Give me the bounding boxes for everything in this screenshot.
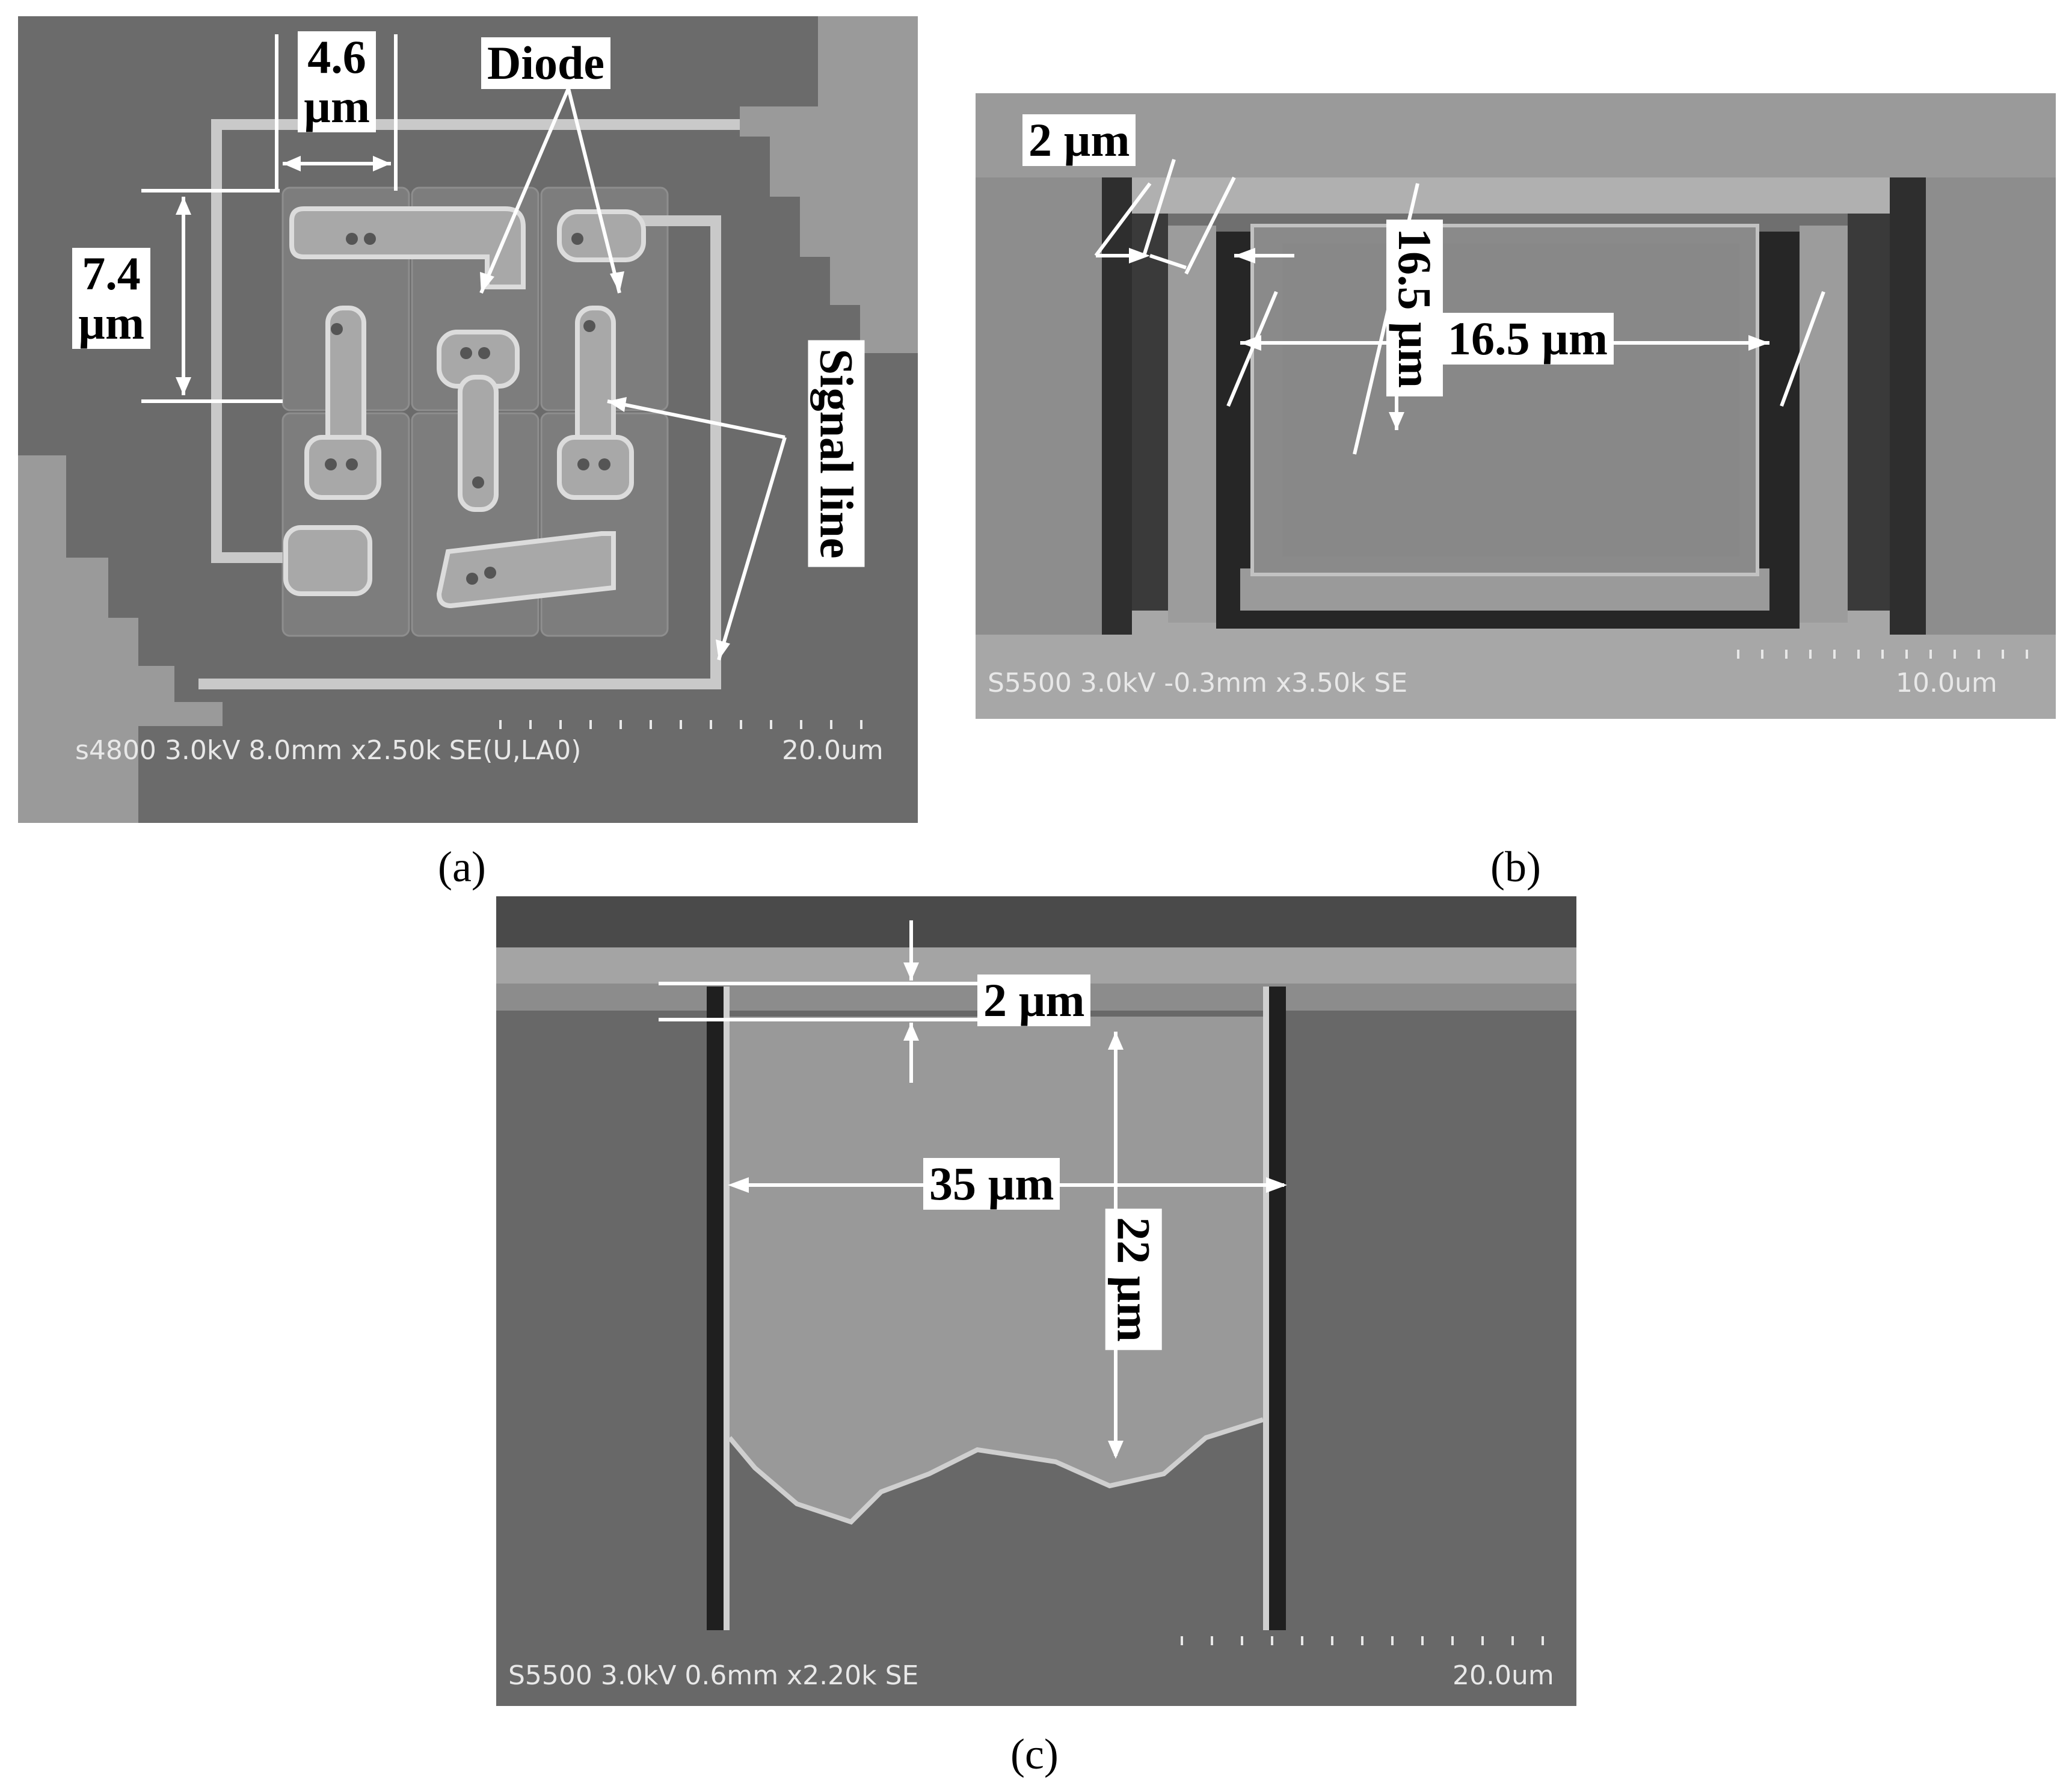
panel-a-sem-info: s4800 3.0kV 8.0mm x2.50k SE(U,LA0) <box>75 735 582 766</box>
panel-a-height-unit: µm <box>78 296 144 349</box>
panel-c-caption: (c) <box>1010 1730 1059 1778</box>
panel-a-sem-image: 4.6 µm 7.4 µm Diode Signal line s4800 3.… <box>18 16 918 823</box>
panel-b-sem-image: 2 µm 16.5 µm 16.5 µm S5500 3.0kV -0.3mm … <box>976 93 2056 719</box>
panel-c-width-label: 35 µm <box>923 1158 1060 1210</box>
panel-a-micrograph <box>18 16 918 823</box>
panel-b-gap-label: 2 µm <box>1022 114 1136 166</box>
panel-a-scale-bar-label: 20.0um <box>782 735 884 766</box>
panel-c-depth-label: 22 µm <box>1105 1209 1162 1350</box>
panel-b-caption: (b) <box>1490 843 1541 891</box>
panel-c-sem-info: S5500 3.0kV 0.6mm x2.20k SE <box>508 1660 919 1691</box>
panel-a-signal-line-label: Signal line <box>808 340 865 567</box>
panel-b-micrograph <box>976 93 2056 719</box>
panel-a-caption: (a) <box>438 843 486 891</box>
panel-c-sem-image: 2 µm 35 µm 22 µm S5500 3.0kV 0.6mm x2.20… <box>496 896 1576 1706</box>
panel-b-sem-info: S5500 3.0kV -0.3mm x3.50k SE <box>988 668 1408 698</box>
panel-c-thickness-label: 2 µm <box>977 975 1091 1026</box>
panel-a-height-value: 7.4 <box>82 247 141 300</box>
panel-b-width-label: 16.5 µm <box>1442 313 1614 365</box>
panel-a-width-unit: µm <box>304 79 370 132</box>
panel-b-depth-label: 16.5 µm <box>1386 220 1443 396</box>
panel-a-height-label: 7.4 µm <box>72 248 150 349</box>
panel-c-scale-bar-label: 20.0um <box>1453 1660 1554 1691</box>
panel-a-width-label: 4.6 µm <box>298 31 376 132</box>
panel-a-width-value: 4.6 <box>307 31 366 83</box>
panel-a-diode-label: Diode <box>481 37 610 89</box>
panel-b-scale-bar-label: 10.0um <box>1896 668 1997 698</box>
